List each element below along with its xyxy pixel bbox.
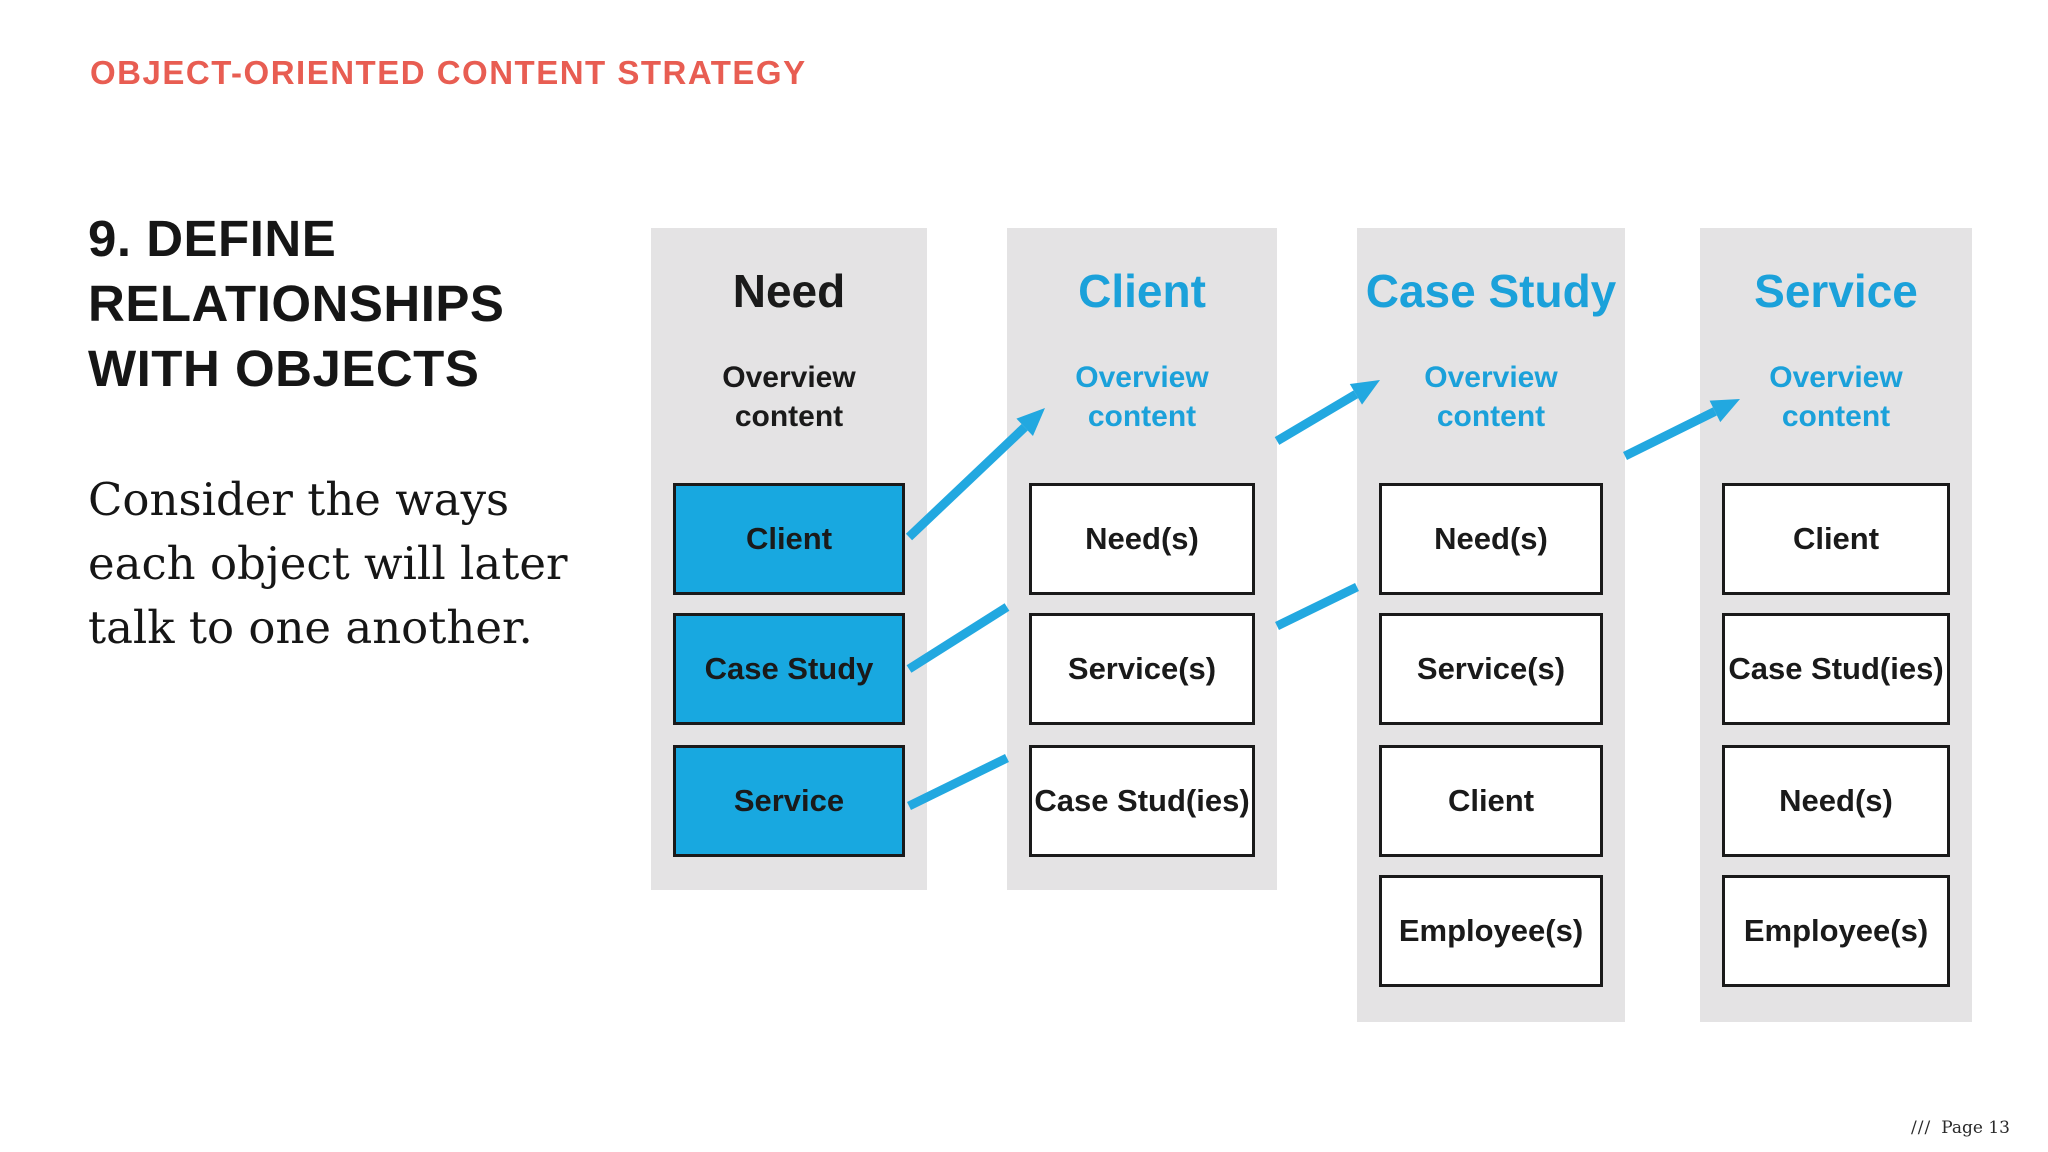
slide-body-line: Consider the ways	[88, 473, 510, 526]
service-box-client: Client	[1722, 483, 1950, 595]
panel-need: Need Overview content Client Case Study …	[651, 228, 927, 890]
need-box-client: Client	[673, 483, 905, 595]
arrow-line	[1274, 390, 1359, 445]
eyebrow-label: OBJECT-ORIENTED CONTENT STRATEGY	[90, 54, 807, 91]
client-box-services: Service(s)	[1029, 613, 1255, 725]
column-title-client: Client	[1078, 265, 1206, 317]
slide-title-line: RELATIONSHIPS	[88, 275, 505, 332]
column-overview-case-study: Overview content	[1424, 361, 1558, 433]
case-study-box-services: Service(s)	[1379, 613, 1603, 725]
column-overview-need: Overview content	[722, 361, 856, 433]
column-title-service: Service	[1754, 265, 1918, 317]
page-number: Page 13	[1941, 1118, 2010, 1138]
service-box-case-studies: Case Stud(ies)	[1722, 613, 1950, 725]
panel-case-study: Case Study Overview content Need(s) Serv…	[1357, 228, 1625, 1022]
page-footer: /// Page 13	[1911, 1118, 2010, 1138]
client-box-needs: Need(s)	[1029, 483, 1255, 595]
case-study-box-needs: Need(s)	[1379, 483, 1603, 595]
slide-title-line: 9. DEFINE	[88, 210, 337, 267]
panel-client: Client Overview content Need(s) Service(…	[1007, 228, 1277, 890]
footer-slashes-icon: ///	[1911, 1118, 1932, 1138]
client-box-case-studies: Case Stud(ies)	[1029, 745, 1255, 857]
slide-body-line: talk to one another.	[88, 601, 533, 654]
service-box-needs: Need(s)	[1722, 745, 1950, 857]
column-overview-client: Overview content	[1075, 361, 1209, 433]
slide-title: 9. DEFINE RELATIONSHIPS WITH OBJECTS	[88, 206, 504, 401]
slide-body-text: Consider the ways each object will later…	[88, 468, 567, 660]
case-study-box-client: Client	[1379, 745, 1603, 857]
case-study-box-employees: Employee(s)	[1379, 875, 1603, 987]
service-box-employees: Employee(s)	[1722, 875, 1950, 987]
slide-title-line: WITH OBJECTS	[88, 340, 480, 397]
slide-body-line: each object will later	[88, 537, 568, 590]
arrow-line	[1275, 582, 1359, 631]
need-box-case-study: Case Study	[673, 613, 905, 725]
panel-service: Service Overview content Client Case Stu…	[1700, 228, 1972, 1022]
column-title-need: Need	[732, 265, 846, 317]
need-box-service: Service	[673, 745, 905, 857]
column-overview-service: Overview content	[1769, 361, 1903, 433]
column-title-case-study: Case Study	[1365, 265, 1617, 317]
